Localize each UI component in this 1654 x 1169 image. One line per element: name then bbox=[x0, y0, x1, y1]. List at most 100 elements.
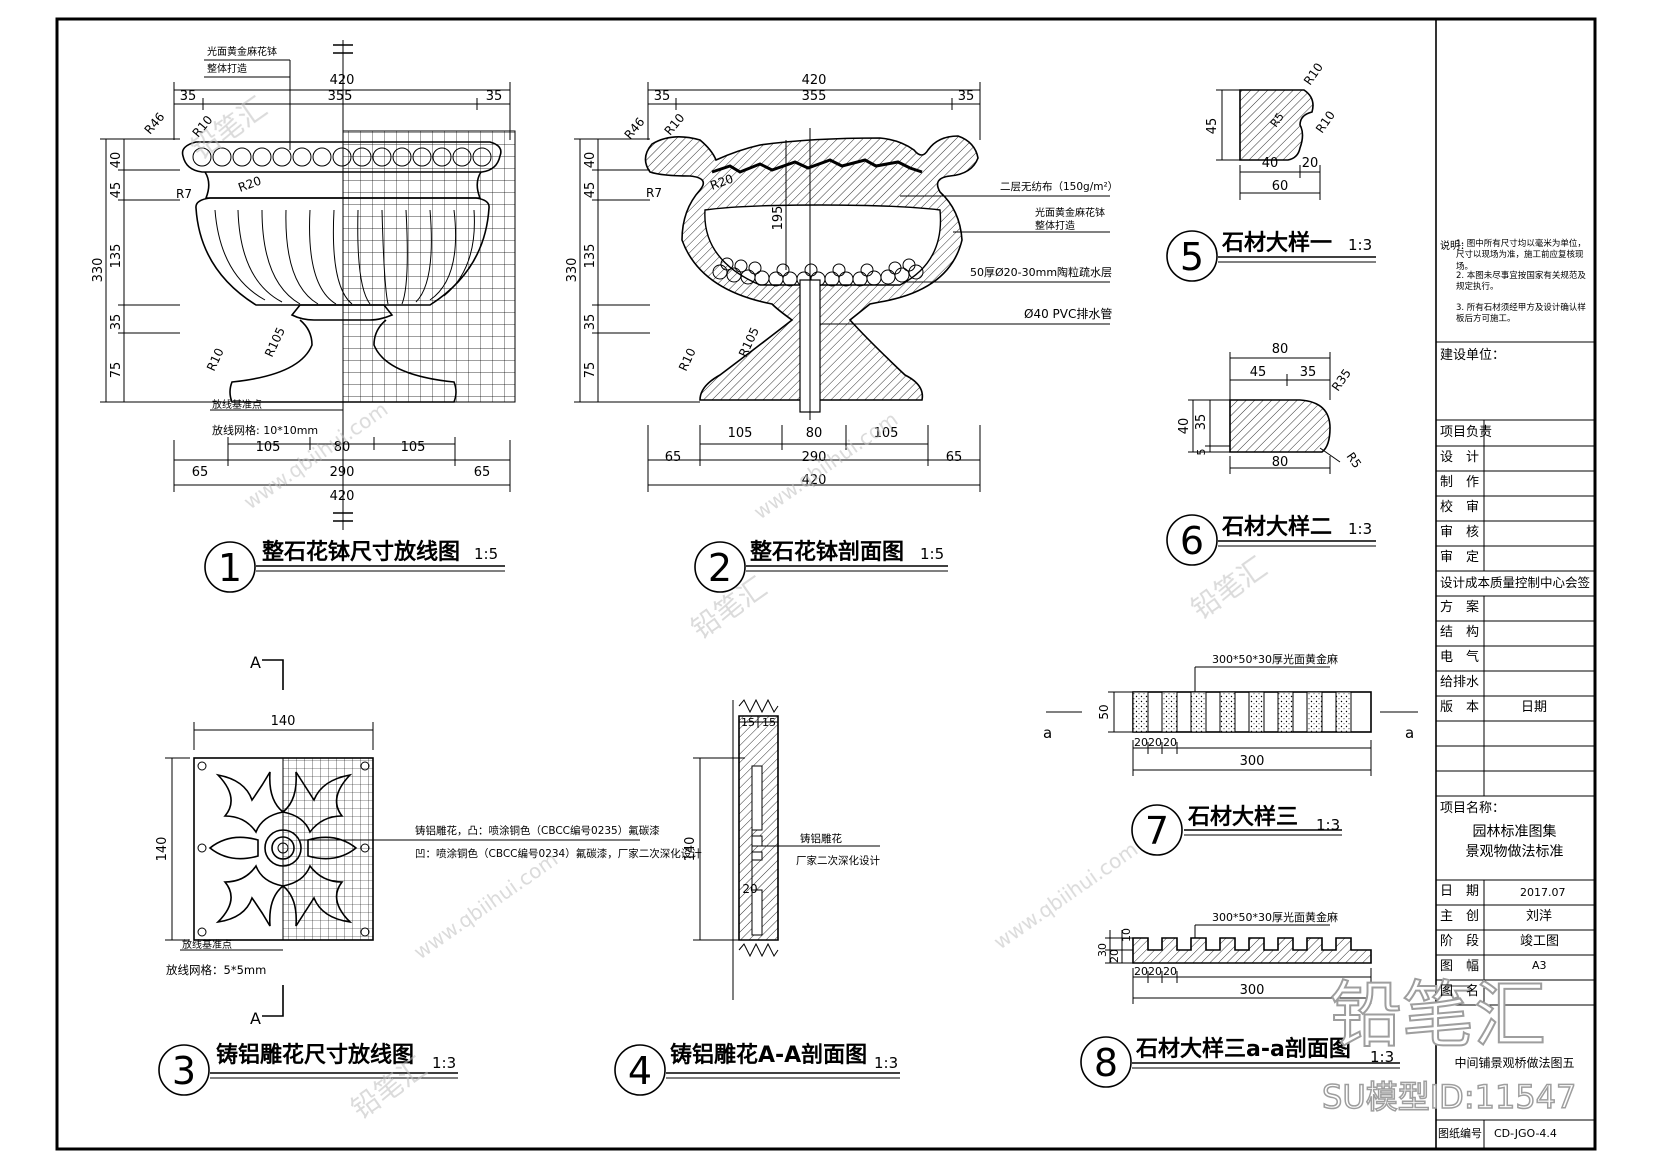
fig2-radius-r46: R46 bbox=[622, 115, 648, 142]
fig1-dim-bottom-65b: 65 bbox=[474, 465, 491, 480]
fig8-dim-300: 300 bbox=[1240, 983, 1265, 998]
tb-size-value: A3 bbox=[1532, 959, 1547, 972]
figure-6-stone-detail-2: 80 45 35 40 35 5 80 R35 R5 bbox=[1177, 342, 1364, 474]
fig1-bowl-outline bbox=[181, 141, 502, 403]
fig4-dim-15a: 15 bbox=[741, 716, 755, 729]
fig5-radius-r10b: R10 bbox=[1313, 108, 1338, 135]
fig2-filter-fabric bbox=[711, 158, 923, 174]
fig3-note-grid: 放线网格：5*5mm bbox=[166, 963, 266, 977]
fig7-title: 7 石材大样三 1:3 bbox=[1131, 804, 1342, 856]
fig3-title-scale: 1:3 bbox=[432, 1054, 456, 1072]
fig1-dim-bottom-65a: 65 bbox=[192, 465, 209, 480]
fig2-dim-left-135: 135 bbox=[583, 244, 598, 269]
fig7-dim-20c: 20 bbox=[1163, 736, 1177, 749]
tb-stage-label: 阶 段 bbox=[1440, 934, 1480, 949]
watermark-model-id: SU模型ID:11547 bbox=[1322, 1078, 1576, 1116]
fig5-dim-45: 45 bbox=[1205, 118, 1220, 135]
tb-version-label: 版 本 bbox=[1440, 700, 1480, 715]
fig6-dim-5: 5 bbox=[1195, 449, 1208, 456]
fig4-note-carving: 铸铝雕花 bbox=[800, 832, 842, 845]
fig2-dim-top-left: 35 bbox=[654, 89, 671, 104]
fig1-radius-r10b: R10 bbox=[204, 346, 227, 373]
fig7-title-text: 石材大样三 bbox=[1187, 804, 1298, 830]
tb-signoff-header: 设计成本质量控制中心会签 bbox=[1440, 575, 1591, 590]
tb-note-1: 1. 图中所有尺寸均以毫米为单位，尺寸以现场为准，施工前应复核现场。 bbox=[1456, 239, 1586, 272]
fig8-title-scale: 1:3 bbox=[1370, 1048, 1394, 1066]
fig7-section-mark-left: a bbox=[1043, 724, 1052, 742]
fig4-title: 4 铸铝雕花A-A剖面图 1:3 bbox=[614, 1042, 900, 1096]
tb-project-name-1: 园林标准图集 bbox=[1472, 824, 1557, 840]
tb-signoff-plumbing: 给排水 bbox=[1440, 675, 1480, 690]
fig1-dim-top-total: 420 bbox=[330, 73, 355, 88]
tb-author-label: 主 创 bbox=[1440, 909, 1480, 924]
fig2-radius-r7: R7 bbox=[646, 186, 662, 200]
fig3-title: 3 铸铝雕花尺寸放线图 1:3 bbox=[158, 1042, 458, 1096]
tb-stage-value: 竣工图 bbox=[1520, 934, 1560, 949]
fig5-radius-r10a: R10 bbox=[1301, 60, 1326, 87]
fig2-dim-left-75: 75 bbox=[583, 362, 598, 379]
tb-row-drafting: 制 作 bbox=[1440, 475, 1480, 490]
fig2-title-text: 整石花钵剖面图 bbox=[750, 539, 904, 565]
fig1-dim-left-45: 45 bbox=[109, 182, 124, 199]
fig1-note-datum: 放线基准点 bbox=[212, 398, 262, 411]
fig1-title: 1 整石花钵尺寸放线图 1:5 bbox=[204, 539, 505, 593]
tb-signoff-structure: 结 构 bbox=[1440, 625, 1480, 640]
tb-date-label: 日 期 bbox=[1440, 884, 1480, 899]
fig4-title-text: 铸铝雕花A-A剖面图 bbox=[670, 1042, 867, 1068]
fig3-ornament bbox=[208, 771, 358, 927]
fig2-title-scale: 1:5 bbox=[920, 545, 944, 563]
outer-border bbox=[55, 17, 1597, 1151]
fig6-title-text: 石材大样二 bbox=[1221, 514, 1332, 540]
tb-row-design: 设 计 bbox=[1440, 450, 1480, 465]
fig2-note-pvc: Ø40 PVC排水管 bbox=[1024, 306, 1112, 321]
fig1-grid bbox=[342, 130, 516, 403]
fig7-dim-20a: 20 bbox=[1134, 736, 1148, 749]
fig3-title-text: 铸铝雕花尺寸放线图 bbox=[216, 1042, 414, 1068]
fig4-profile-relief bbox=[751, 765, 763, 936]
fig1-title-scale: 1:5 bbox=[474, 545, 498, 563]
fig2-dim-top-total: 420 bbox=[802, 73, 827, 88]
tb-row-project-lead: 项目负责 bbox=[1440, 425, 1493, 440]
fig2-dim-bottom-65a: 65 bbox=[665, 450, 682, 465]
fig2-dim-bottom-105a: 105 bbox=[728, 426, 753, 441]
fig8-title-number: 8 bbox=[1094, 1041, 1118, 1085]
fig1-radius-r20: R20 bbox=[236, 174, 263, 195]
tb-note-2: 2. 本图未尽事宜按国家有关规范及规定执行。 bbox=[1456, 271, 1586, 293]
figure-4-section-aa: 15 15 140 20 铸铝雕花 厂家二次深化设计 bbox=[683, 698, 880, 1000]
fig8-dim-30: 30 bbox=[1096, 943, 1109, 957]
fig1-dim-bottom-420: 420 bbox=[330, 489, 355, 504]
fig1-dim-bottom-290: 290 bbox=[330, 465, 355, 480]
fig6-dim-35-side: 35 bbox=[1194, 414, 1209, 431]
fig8-profile bbox=[1132, 937, 1372, 964]
tb-notes-label: 说明： bbox=[1440, 241, 1470, 252]
fig2-dim-top-mid: 355 bbox=[802, 89, 827, 104]
fig1-note-carving: 整体打造 bbox=[207, 62, 247, 75]
fig5-dim-20: 20 bbox=[1302, 156, 1319, 171]
fig2-note-fabric: 二层无纺布（150g/m²） bbox=[1000, 180, 1118, 193]
fig1-note-material: 光面黄金麻花钵 bbox=[207, 45, 277, 58]
fig1-radius-r7: R7 bbox=[176, 187, 192, 201]
tb-author-value: 刘洋 bbox=[1526, 909, 1553, 924]
fig2-dim-bottom-290: 290 bbox=[802, 450, 827, 465]
fig5-dim-60: 60 bbox=[1272, 179, 1289, 194]
fig3-section-mark-top: A bbox=[250, 653, 261, 672]
tb-row-review: 审 核 bbox=[1440, 525, 1480, 540]
fig7-stone-strips bbox=[1132, 691, 1352, 733]
fig4-dim-20: 20 bbox=[742, 882, 757, 896]
figure-5-stone-detail-1: 45 40 20 60 R10 R5 R10 bbox=[1205, 60, 1338, 200]
fig8-dim-20b: 20 bbox=[1148, 965, 1162, 978]
fig8-dim-20a: 20 bbox=[1134, 965, 1148, 978]
fig8-title-text: 石材大样三a-a剖面图 bbox=[1135, 1036, 1351, 1062]
fig1-dim-left-135: 135 bbox=[109, 244, 124, 269]
tb-client-label: 建设单位： bbox=[1440, 348, 1506, 363]
fig1-radius-r46: R46 bbox=[142, 110, 168, 137]
fig6-radius-r5: R5 bbox=[1344, 450, 1365, 471]
fig8-dim-10: 10 bbox=[1120, 928, 1133, 942]
fig5-title-number: 5 bbox=[1180, 235, 1204, 279]
fig2-dim-left-330: 330 bbox=[565, 258, 580, 283]
tb-project-label: 项目名称： bbox=[1440, 801, 1506, 816]
fig8-dim-20c: 20 bbox=[1163, 965, 1177, 978]
fig2-radius-r10b: R10 bbox=[676, 346, 699, 373]
fig7-note-material: 300*50*30厚光面黄金麻 bbox=[1212, 652, 1338, 666]
figure-8-section-a-a: 10 20 30 20 20 20 300 300*50*30厚光面黄金麻 bbox=[1096, 910, 1372, 1004]
